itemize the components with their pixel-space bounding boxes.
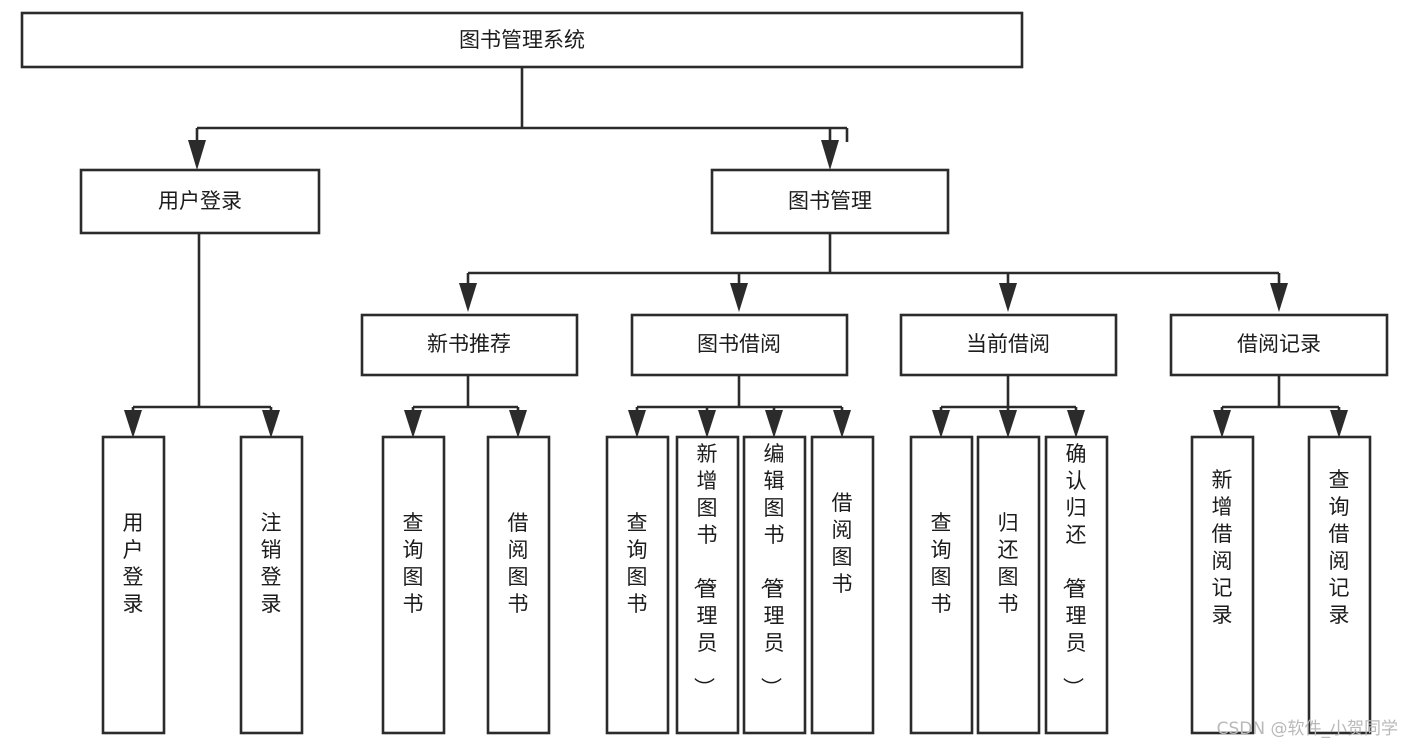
leaf-label: 编辑图书（管理员） [759,442,785,698]
leaf-box[interactable] [1307,435,1372,735]
leaf-user-login-1[interactable]: 注销登录 [239,435,304,735]
node-root-label: 图书管理系统 [459,28,585,52]
node-book-borrow-box[interactable] [630,313,849,377]
node-root-box[interactable] [20,11,1024,69]
leaf-book-borrow-0[interactable]: 查询图书 [605,435,670,735]
leaf-box[interactable] [1044,435,1109,735]
leaf-label: 归还图书 [998,511,1019,616]
leaf-book-borrow-1[interactable]: 新增图书（管理员） [675,435,740,735]
leaf-box[interactable] [239,435,304,735]
edge-record-to-leaves [1213,376,1348,438]
leaf-current-borrow-0[interactable]: 查询图书 [909,435,974,735]
leaf-current-borrow-2[interactable]: 确认归还（管理员） [1044,435,1109,735]
leaf-label: 新增借阅记录 [1212,468,1233,627]
leaf-user-login-0[interactable]: 用户登录 [101,435,166,735]
leaf-new-book-recommend-0[interactable]: 查询图书 [381,435,446,735]
node-book-borrow[interactable]: 图书借阅 [630,313,849,377]
leaf-box[interactable] [381,435,446,735]
leaf-box[interactable] [976,435,1041,735]
edge-bookmgmt-to-level2 [459,233,1288,312]
node-borrow-record-label: 借阅记录 [1237,332,1321,356]
node-book-management-label: 图书管理 [788,189,872,213]
leaf-label: 新增图书（管理员） [692,442,718,698]
node-new-book-recommend-box[interactable] [360,313,579,377]
node-current-borrow[interactable]: 当前借阅 [899,313,1118,377]
leaf-label: 借阅图书 [832,491,853,596]
leaf-label: 借阅图书 [508,511,529,616]
leaf-new-book-recommend-1[interactable]: 借阅图书 [486,435,551,735]
edges-layer [124,67,1348,438]
edge-borrow-to-leaves [628,376,851,438]
leaf-box[interactable] [101,435,166,735]
node-root-system[interactable]: 图书管理系统 [20,11,1024,69]
edge-userlogin-to-leaves [124,233,280,438]
leaf-borrow-record-1[interactable]: 查询借阅记录 [1307,435,1372,735]
leaf-book-borrow-3[interactable]: 借阅图书 [810,435,875,735]
node-user-login-label: 用户登录 [158,189,242,213]
node-book-borrow-label: 图书借阅 [697,332,781,356]
csdn-watermark: CSDN @软件_小贺同学 [1217,719,1398,739]
leaf-borrow-record-0[interactable]: 新增借阅记录 [1190,435,1255,735]
leaf-box[interactable] [675,435,740,735]
node-current-borrow-box[interactable] [899,313,1118,377]
node-new-book-recommend-label: 新书推荐 [427,332,511,356]
node-borrow-record[interactable]: 借阅记录 [1169,313,1389,377]
leaf-label: 查询借阅记录 [1329,468,1350,627]
leaf-box[interactable] [1190,435,1255,735]
edge-root-to-level1 [188,67,849,170]
leaf-current-borrow-1[interactable]: 归还图书 [976,435,1041,735]
node-user-login-box[interactable] [79,168,321,235]
leaf-label: 确认归还（管理员） [1061,442,1087,698]
leaf-box[interactable] [605,435,670,735]
node-book-management-box[interactable] [710,168,950,235]
edge-recommend-to-leaves [404,376,527,438]
leaf-box[interactable] [810,435,875,735]
leaf-book-borrow-2[interactable]: 编辑图书（管理员） [742,435,807,735]
leaf-box[interactable] [486,435,551,735]
leaf-label: 查询图书 [403,511,424,616]
edge-current-to-leaves [932,376,1085,438]
node-new-book-recommend[interactable]: 新书推荐 [360,313,579,377]
node-user-login[interactable]: 用户登录 [79,168,321,235]
leaf-label: 注销登录 [261,511,282,616]
leaf-label: 查询图书 [627,511,648,616]
leaf-box[interactable] [909,435,974,735]
node-borrow-record-box[interactable] [1169,313,1389,377]
leaf-box[interactable] [742,435,807,735]
node-current-borrow-label: 当前借阅 [966,332,1050,356]
node-book-management[interactable]: 图书管理 [710,168,950,235]
leaf-label: 查询图书 [931,511,952,616]
leaf-label: 用户登录 [123,511,144,616]
